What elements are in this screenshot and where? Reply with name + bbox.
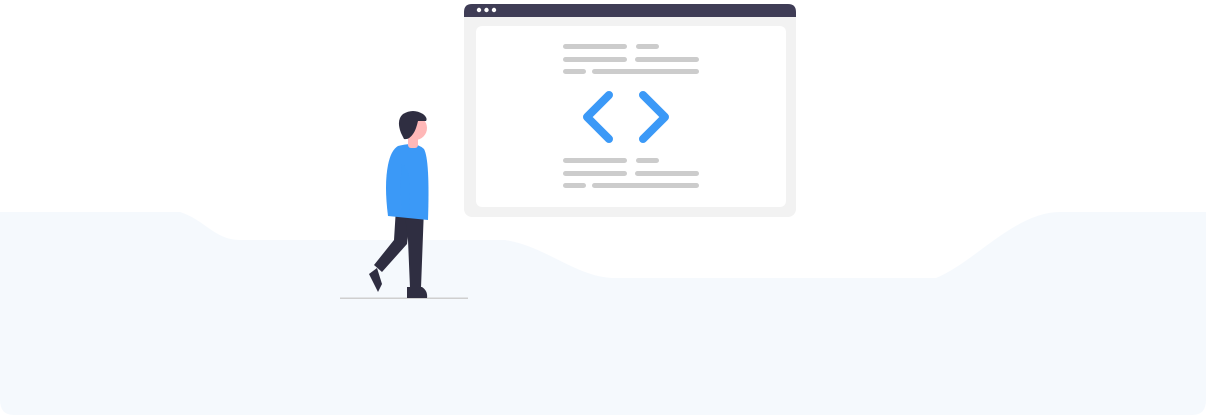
window-titlebar [464,4,796,17]
arm [400,164,410,210]
placeholder-line [635,57,699,62]
back-leg [374,208,411,272]
browser-window [464,4,796,217]
placeholder-line [563,44,627,49]
placeholder-line [563,57,627,62]
window-content [476,26,786,207]
window-dot-2 [484,7,489,13]
front-shoe [407,287,428,298]
placeholder-line [563,171,627,176]
hair [398,111,427,140]
back-shoe [369,268,382,292]
placeholder-line [636,158,659,163]
placeholder-text-bottom [563,158,699,188]
front-leg [404,208,424,288]
window-dot-3 [491,7,497,13]
placeholder-line [563,183,586,188]
window-dot-1 [476,7,482,13]
placeholder-line [636,44,659,49]
code-brackets-icon [583,91,669,143]
bracket-left [583,91,613,143]
placeholder-line [563,69,586,74]
ground-band [0,212,1206,415]
placeholder-text-top [563,44,699,74]
walking-person-figure [369,111,429,298]
placeholder-line [563,158,627,163]
placeholder-line [592,183,699,188]
placeholder-line [635,171,699,176]
placeholder-line [592,69,699,74]
bracket-right [639,91,669,143]
floor-line [340,297,468,299]
